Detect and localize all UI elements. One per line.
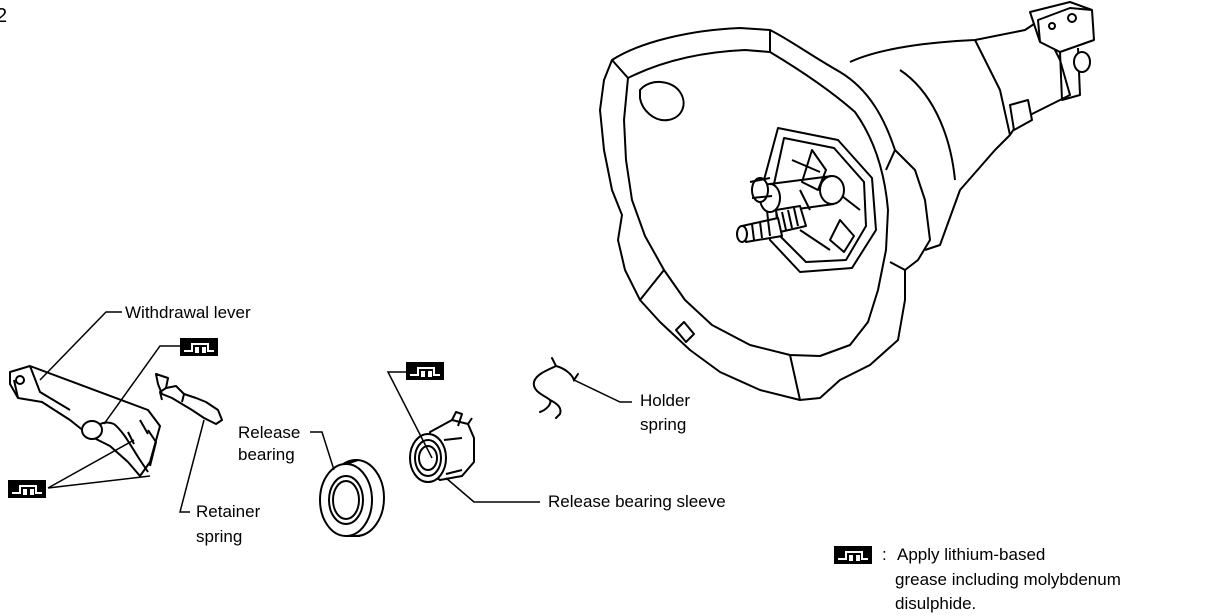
label-retainer-spring-line2: spring	[196, 527, 243, 546]
withdrawal-lever	[9, 365, 161, 477]
leader-lines	[39, 311, 632, 513]
release-bearing-sleeve	[409, 411, 475, 483]
legend-line-3: disulphide.	[895, 594, 977, 613]
retainer-spring	[155, 373, 223, 425]
label-retainer-spring-line1: Retainer	[196, 502, 261, 521]
label-release-bearing-line2: bearing	[238, 445, 295, 464]
label-holder-spring-line1: Holder	[640, 391, 691, 410]
transmission-housing	[599, 1, 1095, 401]
release-bearing	[319, 459, 385, 537]
grease-icon	[179, 337, 219, 357]
corner-mark: 2	[0, 5, 7, 27]
legend-line-1: Apply lithium-based	[897, 545, 1046, 564]
label-release-bearing-sleeve: Release bearing sleeve	[548, 492, 726, 511]
legend-line-2: grease including molybdenum	[895, 570, 1121, 589]
label-holder-spring-line2: spring	[640, 415, 687, 434]
label-withdrawal-lever: Withdrawal lever	[125, 303, 251, 322]
grease-icon	[834, 546, 872, 564]
label-release-bearing-line1: Release	[238, 423, 301, 442]
grease-icon	[405, 361, 445, 381]
legend-colon: :	[882, 545, 887, 564]
holder-spring	[532, 357, 579, 419]
grease-icon	[7, 479, 47, 499]
